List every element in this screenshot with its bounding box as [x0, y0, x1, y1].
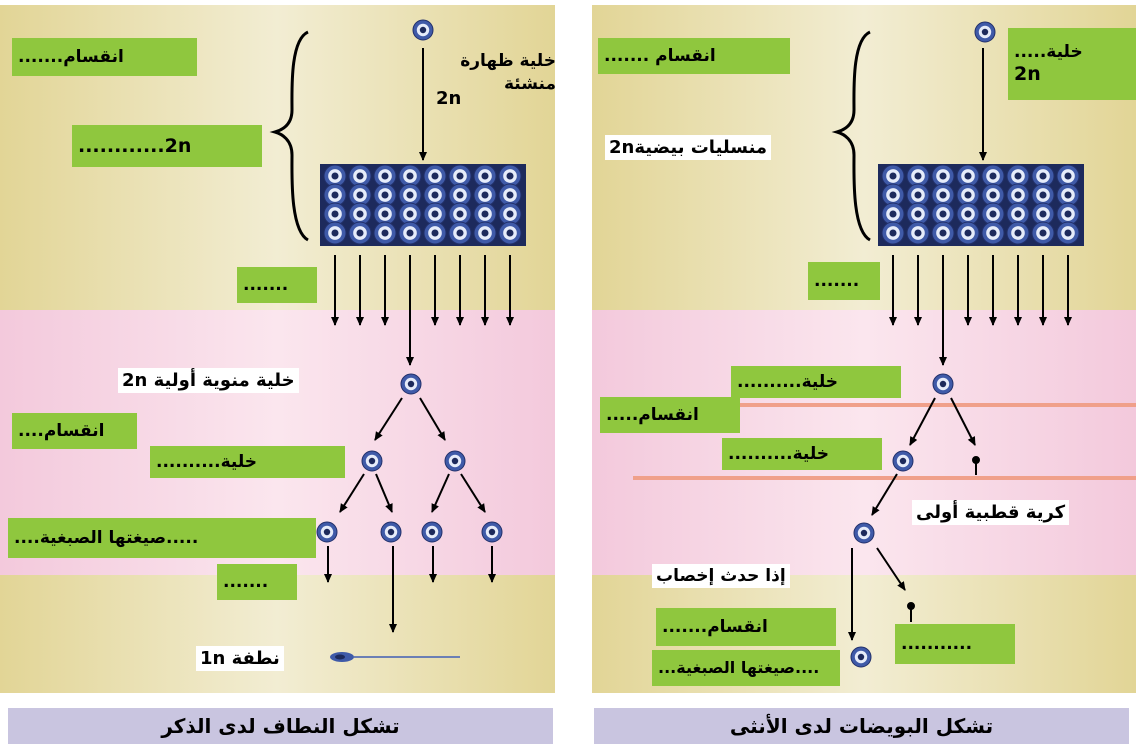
female-division-tag: انقسام ....... [598, 38, 790, 74]
male-sperm-label: نطفة 1n [196, 646, 284, 671]
female-division3-tag: انقسام....... [656, 608, 836, 646]
male-formula-tag: .....صيغتها الصبغية.... [8, 518, 316, 558]
male-cell-ploidy: 2n [436, 88, 462, 109]
female-caption: تشكل البويضات لدى الأنثى [594, 708, 1129, 744]
male-division-tag: انقسام....... [12, 38, 197, 76]
female-blank2-tag: ........... [895, 624, 1015, 664]
female-cell-top-text: خلية..... [1014, 42, 1083, 62]
female-fertilization-label: إذا حدث إخصاب [652, 564, 790, 588]
female-polar-label: كرية قطبية أولى [912, 500, 1070, 525]
male-blank-tag: ....... [237, 267, 317, 303]
male-stage-2n-tag: 2n............ [72, 125, 262, 167]
female-cell-top-ploidy: 2n [1014, 63, 1041, 85]
male-division2-tag: انقسام.... [12, 413, 137, 449]
male-blank2-tag: ....... [217, 564, 297, 600]
female-panel [592, 5, 1136, 693]
male-cell-label-text: خلية ظهارة منشئة [460, 51, 556, 94]
male-caption: تشكل النطاف لدى الذكر [8, 708, 553, 744]
female-formula-tag: ....صيغتها الصبغية... [652, 650, 840, 686]
female-cell-top-tag: خلية..... 2n [1008, 28, 1136, 100]
female-cell1-tag: خلية.......... [731, 366, 901, 398]
male-cell-label: خلية ظهارة منشئة [432, 48, 560, 98]
female-blank-tag: ....... [808, 262, 880, 300]
female-oogonia-label: منسليات بيضية2n [605, 135, 772, 160]
female-cell2-tag: خلية.......... [722, 438, 882, 470]
male-primary-label: خلية منوية أولية 2n [118, 368, 299, 393]
female-division2-tag: انقسام..... [600, 397, 740, 433]
male-cell-tag: خلية.......... [150, 446, 345, 478]
